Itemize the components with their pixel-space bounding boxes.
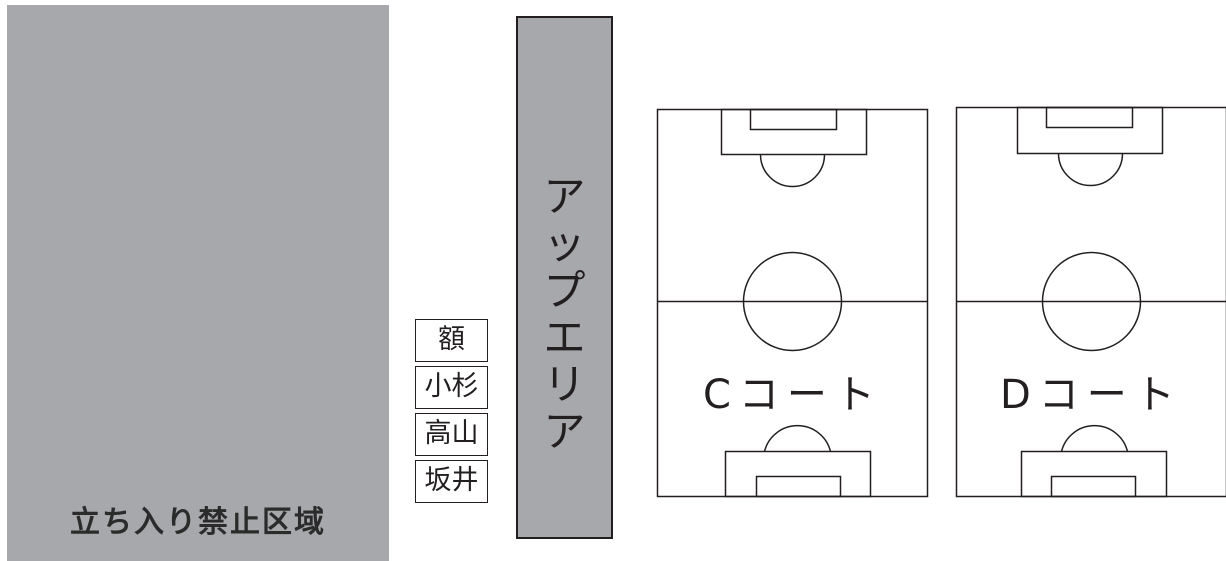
warmup-label-char: ッ: [543, 219, 586, 268]
court-d-top-arc: [1057, 153, 1124, 187]
court-c-bottom-goal-box: [755, 475, 842, 498]
warmup-area: ア ッ プ エ リ ア: [516, 16, 613, 539]
court-c-label: Cコート: [703, 372, 883, 418]
court-c-top-arc: [759, 154, 826, 188]
court-c-top-penalty-box: [720, 108, 868, 156]
warmup-label-char: ア: [543, 172, 586, 221]
warmup-label-char: エ: [543, 313, 586, 362]
court-c-center-circle: [742, 251, 843, 352]
warmup-area-label: ア ッ プ エ リ ア: [518, 173, 611, 455]
restricted-area-label: 立ち入り禁止区域: [70, 505, 326, 540]
court-c-bottom-arc: [763, 425, 832, 452]
warmup-label-char: ア: [543, 407, 586, 456]
court-d-center-circle: [1041, 251, 1142, 352]
staff-name-box: 高山: [415, 413, 488, 456]
staff-name-box: 額: [415, 319, 488, 362]
restricted-area: 立ち入り禁止区域: [7, 5, 389, 561]
warmup-label-char: プ: [543, 266, 586, 315]
court-c: [656, 108, 929, 498]
court-c-boundary: [656, 108, 929, 498]
court-d: [955, 106, 1226, 498]
staff-name-box: 小杉: [415, 366, 488, 409]
court-d-bottom-arc: [1060, 425, 1129, 452]
court-c-top-goal-box: [749, 108, 838, 131]
staff-name-box: 坂井: [415, 460, 488, 503]
court-d-top-penalty-box: [1016, 106, 1164, 155]
court-c-bottom-penalty-box: [724, 450, 872, 498]
court-d-bottom-goal-box: [1050, 475, 1137, 498]
court-d-label: Dコート: [1000, 372, 1183, 418]
court-d-bottom-penalty-box: [1020, 450, 1168, 498]
warmup-label-char: リ: [543, 360, 586, 409]
court-d-top-goal-box: [1045, 106, 1134, 129]
